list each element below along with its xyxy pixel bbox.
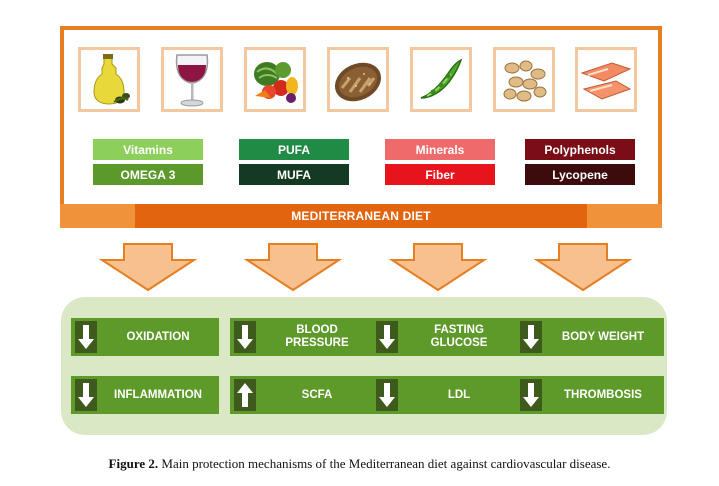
effect-label: SCFA bbox=[301, 388, 333, 401]
effect-label: FASTING GLUCOSE bbox=[430, 324, 488, 349]
food-tile-nuts bbox=[493, 47, 555, 112]
nutrient-polyphenols: Polyphenols bbox=[525, 139, 635, 160]
caption-label: Figure 2. bbox=[108, 456, 159, 471]
figure-caption: Figure 2. Main protection mechanisms of … bbox=[0, 456, 719, 472]
down-arrow-2 bbox=[243, 243, 343, 292]
caption-text: Main protection mechanisms of the Medite… bbox=[161, 456, 611, 471]
down-arrow-4 bbox=[533, 243, 633, 292]
effect-thrombosis: THROMBOSIS bbox=[516, 376, 664, 414]
nutrient-omega3: OMEGA 3 bbox=[93, 164, 203, 185]
food-tile-red-wine bbox=[161, 47, 223, 112]
effect-label: INFLAMMATION bbox=[114, 388, 202, 401]
effect-label: THROMBOSIS bbox=[564, 388, 642, 401]
nutrient-mufa: MUFA bbox=[239, 164, 349, 185]
arrow-down-icon bbox=[75, 321, 97, 353]
nutrient-vitamins: Vitamins bbox=[93, 139, 203, 160]
arrow-down-icon bbox=[520, 321, 542, 353]
nutrient-fiber: Fiber bbox=[385, 164, 495, 185]
arrow-down-icon bbox=[234, 321, 256, 353]
effect-ldl: LDL bbox=[372, 376, 520, 414]
effect-blood-pressure: BLOOD PRESSURE bbox=[230, 318, 378, 356]
nuts-icon bbox=[503, 60, 547, 101]
food-tile-fish bbox=[575, 47, 637, 112]
arrow-down-icon bbox=[520, 379, 542, 411]
arrow-up-icon bbox=[234, 379, 256, 411]
effect-body-weight: BODY WEIGHT bbox=[516, 318, 664, 356]
effect-inflammation: INFLAMMATION bbox=[71, 376, 219, 414]
effect-label: OXIDATION bbox=[126, 330, 190, 343]
effect-fasting-glucose: FASTING GLUCOSE bbox=[372, 318, 520, 356]
fish-icon bbox=[580, 61, 632, 100]
vegetables-icon bbox=[254, 61, 298, 103]
olive-oil-icon bbox=[93, 53, 130, 105]
nutrient-lycopene: Lycopene bbox=[525, 164, 635, 185]
bread-icon bbox=[334, 62, 382, 101]
green-bean-icon bbox=[420, 58, 463, 99]
arrow-down-icon bbox=[376, 321, 398, 353]
red-wine-icon bbox=[175, 53, 209, 106]
effect-label: BLOOD PRESSURE bbox=[285, 324, 349, 349]
food-tile-bread bbox=[327, 47, 389, 112]
arrow-down-icon bbox=[75, 379, 97, 411]
food-tile-olive-oil bbox=[78, 47, 140, 112]
effect-oxidation: OXIDATION bbox=[71, 318, 219, 356]
nutrient-minerals: Minerals bbox=[385, 139, 495, 160]
effect-label: LDL bbox=[447, 388, 471, 401]
food-tile-vegetables bbox=[244, 47, 306, 112]
diet-label: MEDITERRANEAN DIET bbox=[135, 204, 587, 228]
effect-scfa: SCFA bbox=[230, 376, 378, 414]
nutrient-pufa: PUFA bbox=[239, 139, 349, 160]
down-arrow-3 bbox=[388, 243, 488, 292]
effect-label: BODY WEIGHT bbox=[561, 330, 645, 343]
food-tile-green-bean bbox=[410, 47, 472, 112]
down-arrow-1 bbox=[98, 243, 198, 292]
arrow-down-icon bbox=[376, 379, 398, 411]
